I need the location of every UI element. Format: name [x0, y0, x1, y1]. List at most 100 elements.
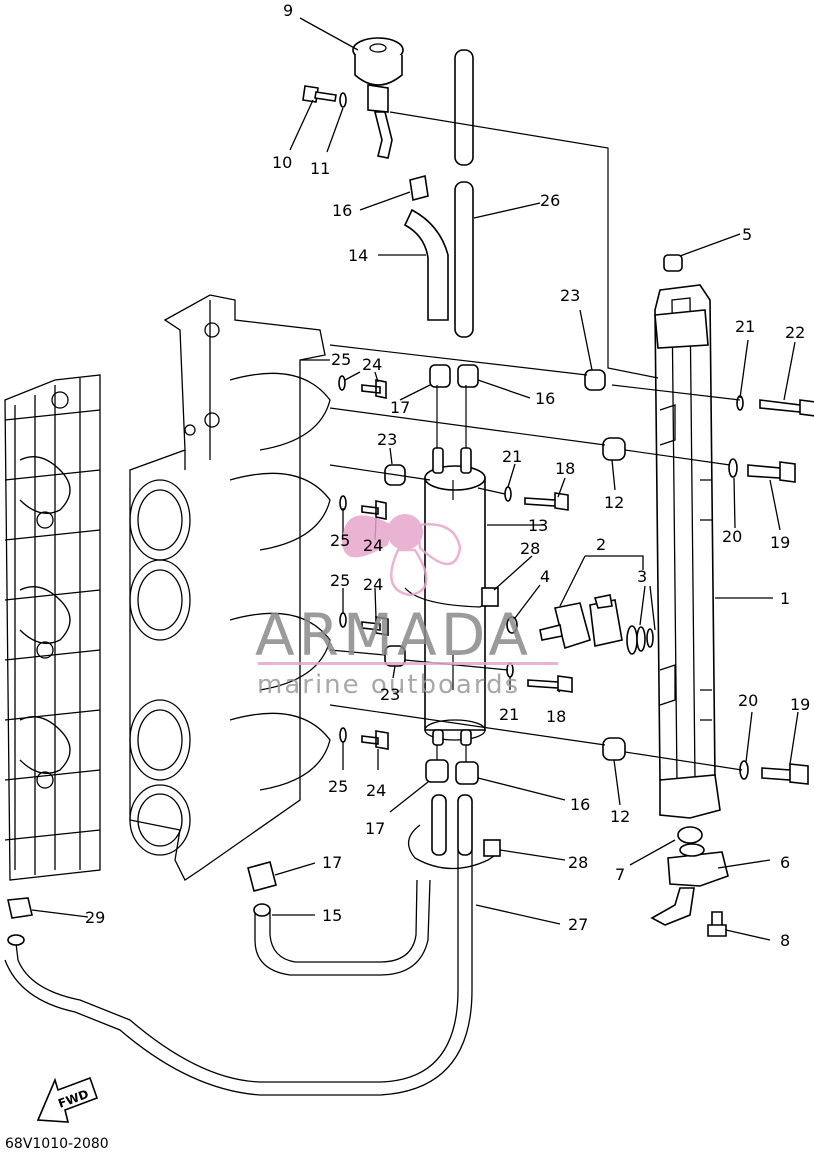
- callout-3: 3: [637, 567, 647, 586]
- callout-25-a: 25: [331, 350, 351, 369]
- callout-labels: 1 2 3 4 5 6 7 8 9 10 11 12 12 13 14 15 1…: [85, 1, 810, 950]
- callout-19-a: 19: [770, 533, 790, 552]
- callout-19-b: 19: [790, 695, 810, 714]
- hose-27: [4, 794, 473, 1096]
- callout-1: 1: [780, 589, 790, 608]
- grommet-12-a: [602, 437, 626, 461]
- bolt-24-a: [361, 379, 387, 399]
- callout-24-d: 24: [366, 781, 386, 800]
- injector-2: [539, 594, 623, 650]
- callout-9: 9: [283, 1, 293, 20]
- watermark-logo-blade-bottom: [390, 548, 428, 597]
- watermark-brand: ARMADA: [255, 601, 532, 669]
- band-28-lower-lock: [483, 839, 501, 857]
- washer-25-a: [338, 375, 346, 391]
- callout-12-b: 12: [610, 807, 630, 826]
- callout-12-a: 12: [604, 493, 624, 512]
- callout-25-d: 25: [328, 777, 348, 796]
- callout-10: 10: [272, 153, 292, 172]
- callout-28-b: 28: [568, 853, 588, 872]
- fitting-6: [650, 843, 729, 926]
- washer-21-b: [504, 486, 512, 502]
- callout-4: 4: [540, 567, 550, 586]
- callout-27: 27: [568, 915, 588, 934]
- callout-21-c: 21: [499, 705, 519, 724]
- leader-lines: [31, 17, 799, 941]
- fuel-rail: [654, 254, 721, 819]
- intake-manifold: [129, 294, 331, 881]
- callout-16-c: 16: [570, 795, 590, 814]
- hose-26: [454, 49, 474, 338]
- armada-watermark: ARMADA marine outboards: [255, 514, 558, 700]
- bolt-8: [707, 911, 727, 937]
- washer-25-d: [339, 727, 347, 743]
- callout-16-b: 16: [535, 389, 555, 408]
- callout-15: 15: [322, 906, 342, 925]
- bolt-24-c: [361, 616, 389, 636]
- diagram-code: 68V1010-2080: [5, 1136, 109, 1152]
- callout-23-c: 23: [380, 685, 400, 704]
- callout-17-b: 17: [365, 819, 385, 838]
- grommet-23-a: [584, 369, 606, 391]
- callout-24-c: 24: [363, 575, 383, 594]
- callout-24-a: 24: [362, 355, 382, 374]
- bolt-22: [759, 399, 814, 417]
- callout-14: 14: [348, 246, 368, 265]
- clamp-17-left: [247, 861, 277, 892]
- bolt-24-d: [361, 730, 389, 750]
- clamp-17-middle: [429, 364, 451, 388]
- callout-13: 13: [528, 516, 548, 535]
- callout-20-a: 20: [722, 527, 742, 546]
- seal-4: [506, 616, 518, 634]
- callout-23-a: 23: [560, 286, 580, 305]
- callout-29: 29: [85, 908, 105, 927]
- callout-5: 5: [742, 225, 752, 244]
- bolt-19-b: [761, 763, 809, 785]
- bolt-19-a: [747, 461, 796, 483]
- hose-15: [254, 879, 431, 976]
- callout-28-a: 28: [520, 539, 540, 558]
- pressure-regulator: [352, 37, 404, 159]
- clamp-17-lower: [425, 759, 449, 783]
- callout-21-a: 21: [735, 317, 755, 336]
- forward-arrow: FWD: [36, 1076, 99, 1123]
- callout-24-b: 24: [363, 536, 383, 555]
- washer-25-b: [339, 495, 347, 511]
- alignment-lines: [329, 111, 743, 771]
- callout-22: 22: [785, 323, 805, 342]
- callout-17-c: 17: [322, 853, 342, 872]
- callout-26: 26: [540, 191, 560, 210]
- callout-16-a: 16: [332, 201, 352, 220]
- o-ring-7: [677, 826, 703, 844]
- washer-21-a: [736, 395, 744, 411]
- bolt-10: [302, 85, 337, 103]
- callout-2: 2: [596, 535, 606, 554]
- fuel-filter-13: [424, 447, 486, 746]
- clamp-16-lower: [455, 761, 479, 785]
- o-rings-3: [626, 625, 654, 655]
- watermark-logo-blade-right: [416, 523, 462, 566]
- callout-25-c: 25: [330, 571, 350, 590]
- callout-18-a: 18: [555, 459, 575, 478]
- grommet-12-b: [602, 737, 626, 761]
- band-28-upper: [404, 587, 491, 608]
- callout-17-a: 17: [390, 398, 410, 417]
- band-28-lower: [408, 824, 501, 870]
- rail-cap: [663, 254, 683, 272]
- bolt-18-a: [524, 492, 569, 511]
- callout-7: 7: [615, 865, 625, 884]
- callout-25-b: 25: [330, 531, 350, 550]
- callout-8: 8: [780, 931, 790, 950]
- hose-15-end: [253, 903, 271, 917]
- watermark-tagline: marine outboards: [257, 670, 520, 700]
- watermark-logo-blade-left: [342, 515, 392, 558]
- hose-29-end: [7, 934, 25, 946]
- watermark-rule: [258, 662, 558, 665]
- washer-11: [339, 92, 347, 108]
- cylinder-block: [4, 374, 101, 881]
- clamp-16-top: [409, 174, 429, 202]
- callout-11: 11: [310, 159, 330, 178]
- clamp-16-middle: [457, 364, 479, 388]
